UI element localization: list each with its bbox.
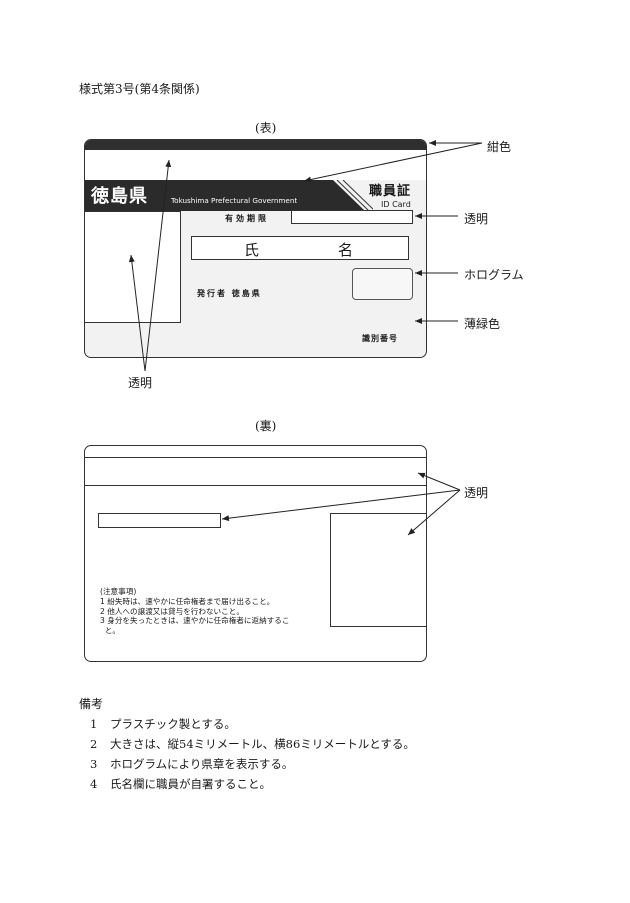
prefecture-name: 徳島県 [91,186,148,207]
id-card-back: (注意事項) 1 紛失時は、速やかに任命権者まで届け出ること。 2 他人への譲渡… [84,445,427,662]
back-band-bottom-line [85,485,426,486]
caution-heading: (注意事項) [100,587,137,596]
caution-item: 2 他人への譲渡又は貸与を行わないこと。 [100,606,244,616]
annotation-transparent-expiry: 透明 [464,212,489,226]
expiry-label: 有効期限 [225,214,269,223]
remark-number: 3 [90,757,98,771]
expiry-box [291,210,413,224]
caution-item: 1 紛失時は、速やかに任命権者まで届け出ること。 [100,596,275,606]
back-band-top-line [85,457,426,458]
name-label-family: 氏 [244,241,260,259]
form-title: 様式第3号(第4条関係) [79,82,200,96]
annotation-transparent-back: 透明 [464,486,489,500]
annotation-transparent-photo: 透明 [128,376,153,390]
remark-text: 氏名欄に職員が自署すること。 [110,777,271,791]
back-transparent-box-large [330,513,426,627]
issuer-label: 発行者 徳島県 [197,289,262,298]
annotation-hologram: ホログラム [464,268,524,282]
photo-area [85,211,181,323]
back-transparent-box-small [98,513,221,528]
remark-text: プラスチック製とする。 [110,717,236,731]
card-title: 職員証 [369,184,412,199]
remarks-title: 備考 [79,697,104,711]
annotation-navy: 紺色 [487,140,512,154]
remark-number: 1 [90,717,98,731]
diagonal-stripes [336,180,373,211]
navy-band [85,140,426,150]
remark-item: 3 ホログラムにより県章を表示する。 [90,756,293,772]
remark-item: 1 プラスチック製とする。 [90,716,236,732]
remark-number: 4 [90,777,98,791]
remark-item: 4 氏名欄に職員が自署すること。 [90,776,271,792]
remark-item: 2 大きさは、縦54ミリメートル、横86ミリメートルとする。 [90,736,415,752]
caution-notes: (注意事項) 1 紛失時は、速やかに任命権者まで届け出ること。 2 他人への譲渡… [100,587,290,636]
id-card-front: 徳島県 Tokushima Prefectural Government 職員証… [84,139,427,358]
front-side-label: (表) [255,121,277,135]
back-side-label: (裏) [255,419,277,433]
caution-item: 3 身分を失ったときは、速やかに任命権者に返納するこ [100,616,290,626]
transparent-band [85,150,426,180]
name-label-given: 名 [338,241,354,259]
caution-item: と。 [100,626,121,636]
prefecture-band [85,180,365,211]
card-subtitle: ID Card [381,200,411,209]
remark-text: 大きさは、縦54ミリメートル、横86ミリメートルとする。 [110,737,415,751]
prefecture-english-name: Tokushima Prefectural Government [171,196,298,205]
id-number-label: 識別番号 [362,334,398,343]
remark-text: ホログラムにより県章を表示する。 [110,757,294,771]
hologram-area [352,268,413,300]
name-field: 氏 名 [191,236,409,260]
annotation-light-green: 薄緑色 [464,317,501,331]
remark-number: 2 [90,737,98,751]
